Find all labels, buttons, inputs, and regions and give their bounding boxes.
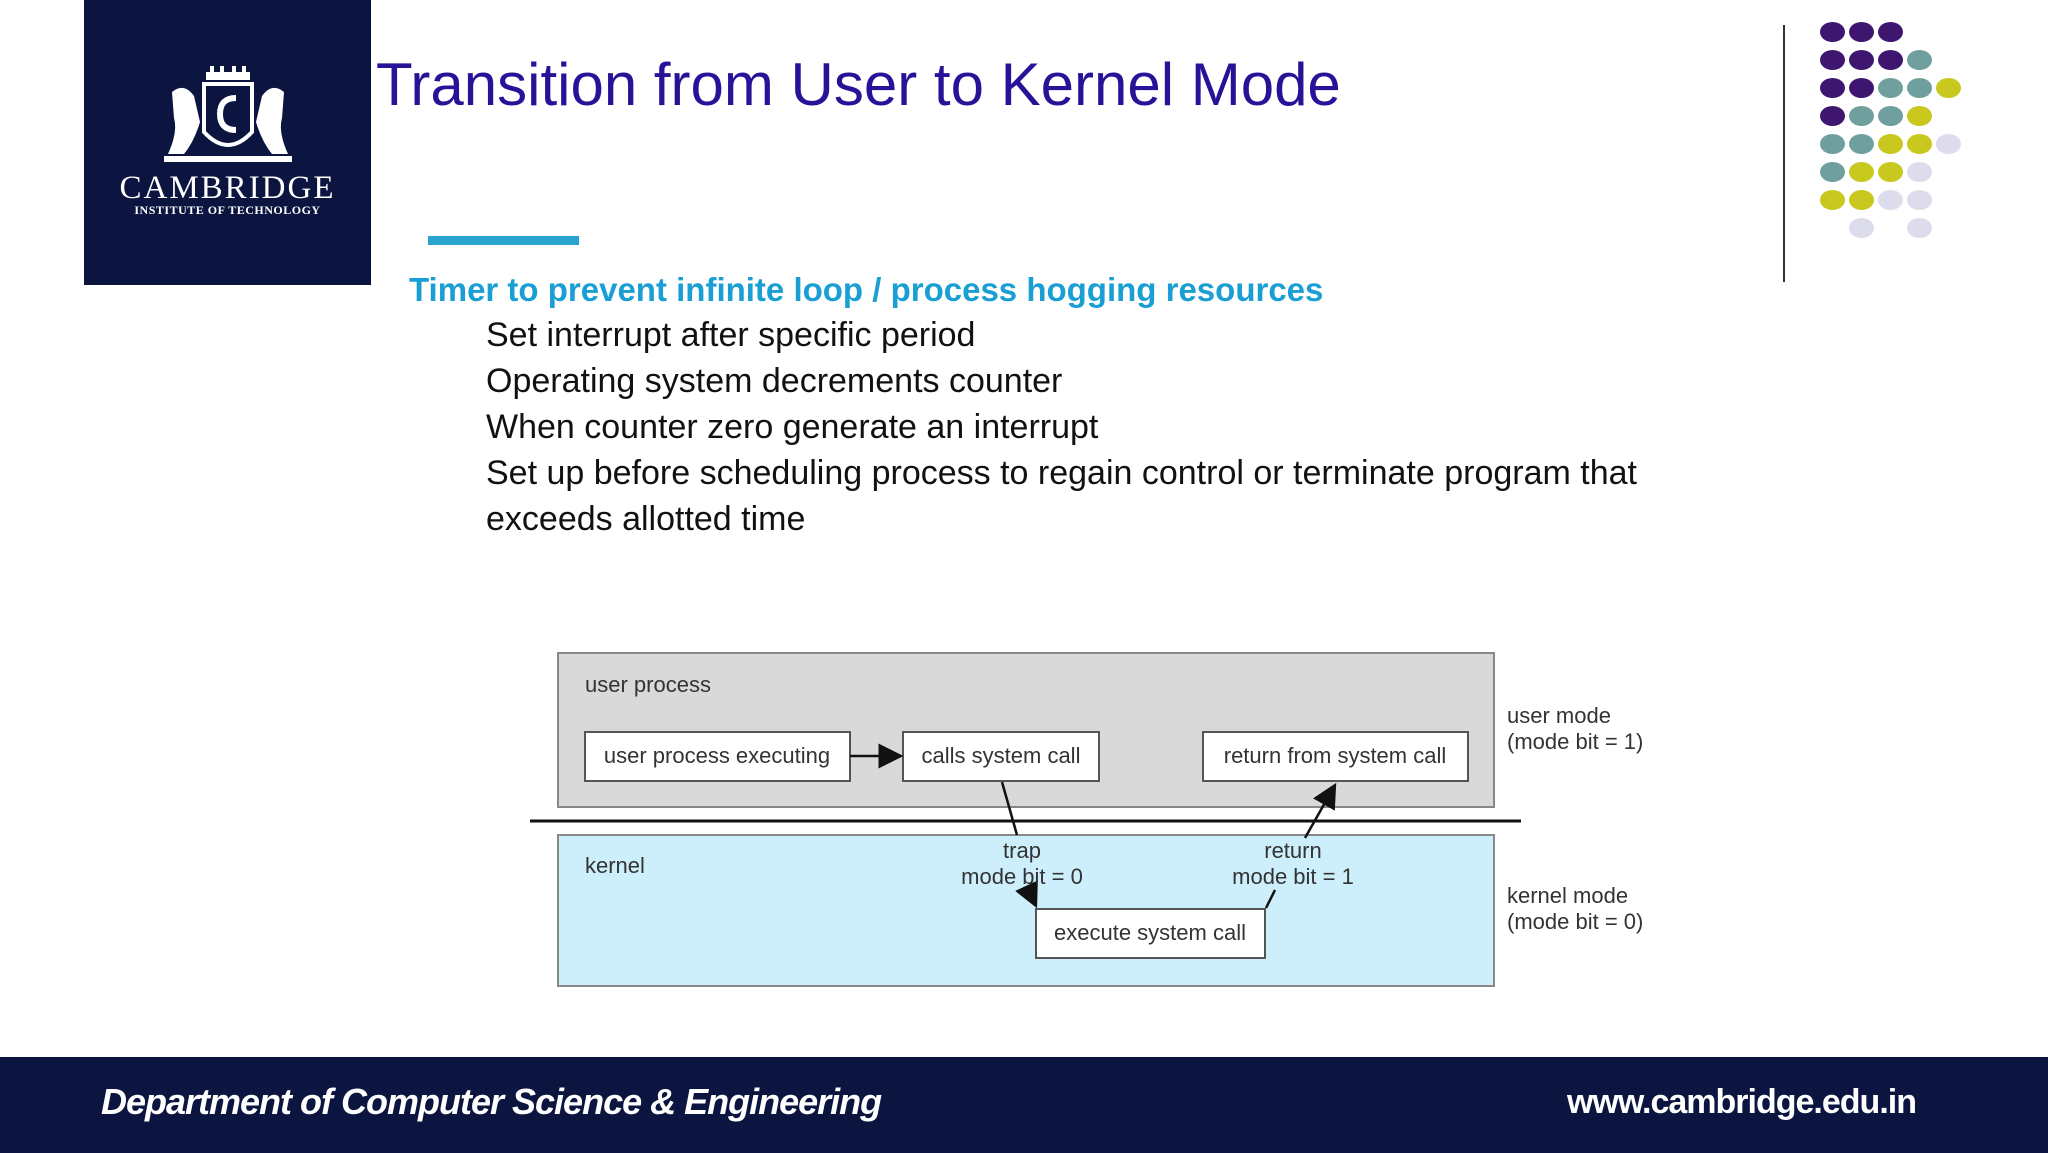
decorative-dot: [1907, 50, 1932, 70]
user-region: [557, 652, 1495, 808]
department-name: Department of Computer Science & Enginee…: [101, 1081, 882, 1122]
decorative-dot: [1820, 190, 1845, 210]
decorative-dot: [1849, 106, 1874, 126]
slide-title: Transition from User to Kernel Mode: [376, 51, 1341, 118]
decorative-dot: [1878, 190, 1903, 210]
decorative-dot: [1820, 106, 1845, 126]
decorative-dot: [1936, 134, 1961, 154]
box-execute-system-call: [1035, 908, 1266, 959]
decorative-dot: [1820, 162, 1845, 182]
decorative-dots: [1820, 22, 2020, 252]
arrow-return-line: [1264, 889, 1277, 909]
decorative-dot: [1907, 162, 1932, 182]
decorative-dot: [1820, 22, 1845, 42]
bullet-list: Set interrupt after specific period Oper…: [486, 312, 1746, 542]
arrow-return-head: [1303, 782, 1337, 839]
logo-name: CAMBRIDGE: [119, 170, 336, 206]
divider-line: [1783, 25, 1785, 282]
decorative-dot: [1820, 78, 1845, 98]
section-heading: Timer to prevent infinite loop / process…: [409, 271, 1324, 308]
decorative-dot: [1907, 78, 1932, 98]
bullet-item: Operating system decrements counter: [486, 362, 1063, 400]
trap-label: trap: [1003, 838, 1041, 863]
box-execute-label: execute system call: [1054, 920, 1246, 945]
decorative-dot: [1849, 50, 1874, 70]
decorative-dot: [1907, 134, 1932, 154]
logo-subtitle: INSTITUTE OF TECHNOLOGY: [134, 203, 321, 217]
return-mode-label: mode bit = 1: [1232, 864, 1354, 889]
decorative-dot: [1907, 218, 1932, 238]
trap-mode-label: mode bit = 0: [961, 864, 1083, 889]
bullet-item: When counter zero generate an interrupt: [486, 408, 1099, 446]
crest-icon: [164, 66, 292, 162]
return-label: return: [1264, 838, 1321, 863]
user-mode-label: user mode: [1507, 703, 1611, 728]
decorative-dot: [1849, 134, 1874, 154]
institute-logo: CAMBRIDGE INSTITUTE OF TECHNOLOGY: [84, 0, 371, 285]
box-return-from-call: [1202, 731, 1469, 782]
decorative-dot: [1878, 50, 1903, 70]
decorative-dot: [1878, 134, 1903, 154]
decorative-dot: [1878, 162, 1903, 182]
decorative-dot: [1878, 22, 1903, 42]
box-user-executing: [584, 731, 851, 782]
kernel-mode-bit-label: (mode bit = 0): [1507, 909, 1643, 934]
decorative-dot: [1849, 218, 1874, 238]
bullet-item: exceeds allotted time: [486, 500, 806, 538]
bullet-item: Set up before scheduling process to rega…: [486, 454, 1637, 492]
footer-bar: Department of Computer Science & Enginee…: [0, 1057, 2048, 1153]
box-user-executing-label: user process executing: [604, 743, 830, 768]
decorative-dot: [1907, 190, 1932, 210]
box-return-label: return from system call: [1224, 743, 1447, 768]
decorative-dot: [1907, 106, 1932, 126]
bullet-item: Set interrupt after specific period: [486, 316, 976, 354]
decorative-dot: [1849, 22, 1874, 42]
decorative-dot: [1878, 106, 1903, 126]
user-mode-bit-label: (mode bit = 1): [1507, 729, 1643, 754]
decorative-dot: [1849, 190, 1874, 210]
decorative-dot: [1936, 78, 1961, 98]
box-calls-label: calls system call: [922, 743, 1081, 768]
box-calls-system-call: [902, 731, 1100, 782]
accent-bar: [428, 236, 579, 245]
website-url: www.cambridge.edu.in: [1566, 1083, 1917, 1121]
decorative-dot: [1878, 78, 1903, 98]
kernel-mode-label: kernel mode: [1507, 883, 1628, 908]
decorative-dot: [1849, 78, 1874, 98]
arrow-trap-line: [1000, 781, 1019, 836]
user-region-label: user process: [585, 672, 711, 697]
kernel-region-label: kernel: [585, 853, 645, 878]
decorative-dot: [1820, 134, 1845, 154]
kernel-region: [557, 834, 1495, 987]
decorative-dot: [1849, 162, 1874, 182]
decorative-dot: [1820, 50, 1845, 70]
arrow-trap-head: [1015, 880, 1038, 909]
